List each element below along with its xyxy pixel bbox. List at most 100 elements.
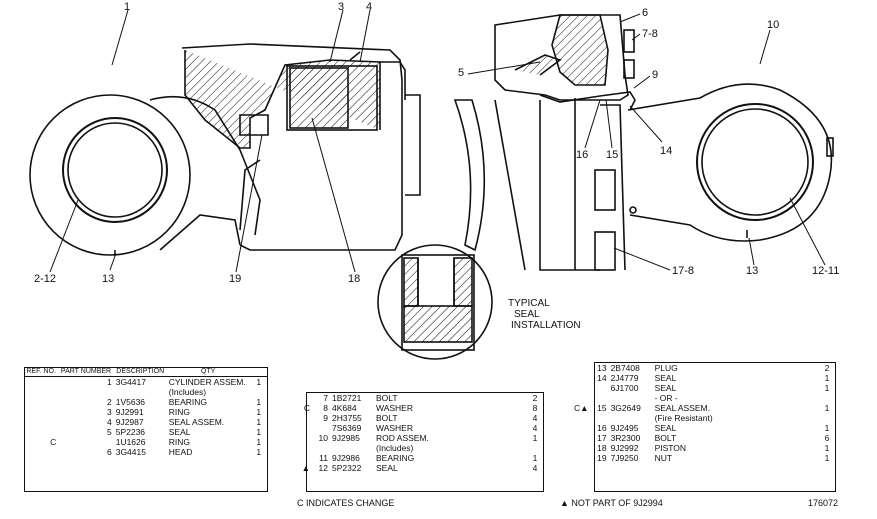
change-mark xyxy=(24,397,58,407)
quantity: 1 xyxy=(256,427,262,437)
quantity: 1 xyxy=(824,453,830,463)
ref-no: 6 xyxy=(106,447,112,457)
quantity: 1 xyxy=(256,377,262,387)
parts-table-right-frame xyxy=(594,362,836,492)
part-number: 7S6369 xyxy=(332,423,362,433)
description: WASHER xyxy=(376,403,413,413)
rod-eye-right xyxy=(627,83,834,242)
header-ref-no: REF. NO. xyxy=(26,368,56,375)
part-number: 9J2985 xyxy=(332,433,360,443)
callout-9: 9 xyxy=(652,69,659,81)
ref-no xyxy=(312,443,330,453)
quantity: 1 xyxy=(256,397,262,407)
quantity: 1 xyxy=(824,443,830,453)
callout-7-8: 7-8 xyxy=(642,28,658,40)
description: BOLT xyxy=(376,393,398,403)
quantity xyxy=(818,413,836,423)
part-number xyxy=(609,413,653,423)
change-mark xyxy=(24,387,58,397)
change-mark xyxy=(24,447,58,457)
description: BOLT xyxy=(654,433,677,443)
ref-no: 8 xyxy=(323,403,328,413)
description: RING xyxy=(168,437,190,447)
callout-3: 3 xyxy=(338,1,345,13)
part-number: 2B7408 xyxy=(610,363,640,373)
part-number: 6J1700 xyxy=(610,383,639,393)
ref-no: 13 xyxy=(597,363,607,373)
ref-no: 15 xyxy=(597,403,607,413)
description: (Includes) xyxy=(376,443,414,453)
quantity: 2 xyxy=(824,363,830,373)
quantity: 1 xyxy=(532,453,538,463)
callout-2-12: 2-12 xyxy=(34,273,57,285)
change-mark xyxy=(572,443,591,453)
ref-no: 9 xyxy=(323,413,328,423)
leader-lines xyxy=(49,9,826,273)
part-number xyxy=(330,443,374,453)
description: (Fire Resistant) xyxy=(654,413,713,423)
part-number: 2H3755 xyxy=(332,413,362,423)
callout-1: 1 xyxy=(124,1,131,13)
description: HEAD xyxy=(168,447,193,457)
ref-no: 10 xyxy=(318,433,328,443)
part-number: 9J2987 xyxy=(115,417,144,427)
quantity: 6 xyxy=(824,433,830,443)
change-mark xyxy=(572,393,591,403)
description: SEAL xyxy=(654,423,677,433)
callout-13-left: 13 xyxy=(102,273,115,285)
parts-table-left-frame xyxy=(24,367,268,492)
quantity xyxy=(818,393,836,403)
change-mark xyxy=(572,413,591,423)
table-row: - OR - xyxy=(572,393,836,403)
cylinder-body-left xyxy=(181,43,421,251)
change-mark xyxy=(572,363,591,373)
callout-5: 5 xyxy=(458,67,465,79)
part-number: 9J2991 xyxy=(115,407,144,417)
description: PLUG xyxy=(654,363,678,373)
inset-caption-line-1: TYPICAL xyxy=(508,298,550,309)
ref-no: 18 xyxy=(597,443,607,453)
ref-no: 2 xyxy=(106,397,112,407)
quantity: 1 xyxy=(824,373,830,383)
quantity: 1 xyxy=(256,437,262,447)
change-mark xyxy=(294,393,312,403)
quantity: 4 xyxy=(532,413,538,423)
header-part-number: PART NUMBER xyxy=(60,368,112,375)
quantity: 1 xyxy=(824,403,830,413)
quantity: 1 xyxy=(824,423,830,433)
ref-no: 3 xyxy=(106,407,112,417)
quantity: 1 xyxy=(256,417,262,427)
inset-caption-line-3: INSTALLATION xyxy=(511,320,581,331)
change-mark xyxy=(572,423,591,433)
inset-caption-line-2: SEAL xyxy=(514,309,540,320)
quantity: 1 xyxy=(256,447,262,457)
part-number: 2J4779 xyxy=(610,373,639,383)
ref-no xyxy=(312,423,330,433)
ref-no: 5 xyxy=(106,427,112,437)
callout-6: 6 xyxy=(642,7,649,19)
ref-no: 1 xyxy=(106,377,112,387)
table-row: (Fire Resistant) xyxy=(572,413,836,423)
callout-10: 10 xyxy=(767,19,780,31)
part-number: 3R2300 xyxy=(610,433,641,443)
change-mark xyxy=(24,417,58,427)
callout-13-right: 13 xyxy=(746,265,759,277)
ref-no: 12 xyxy=(318,463,328,473)
